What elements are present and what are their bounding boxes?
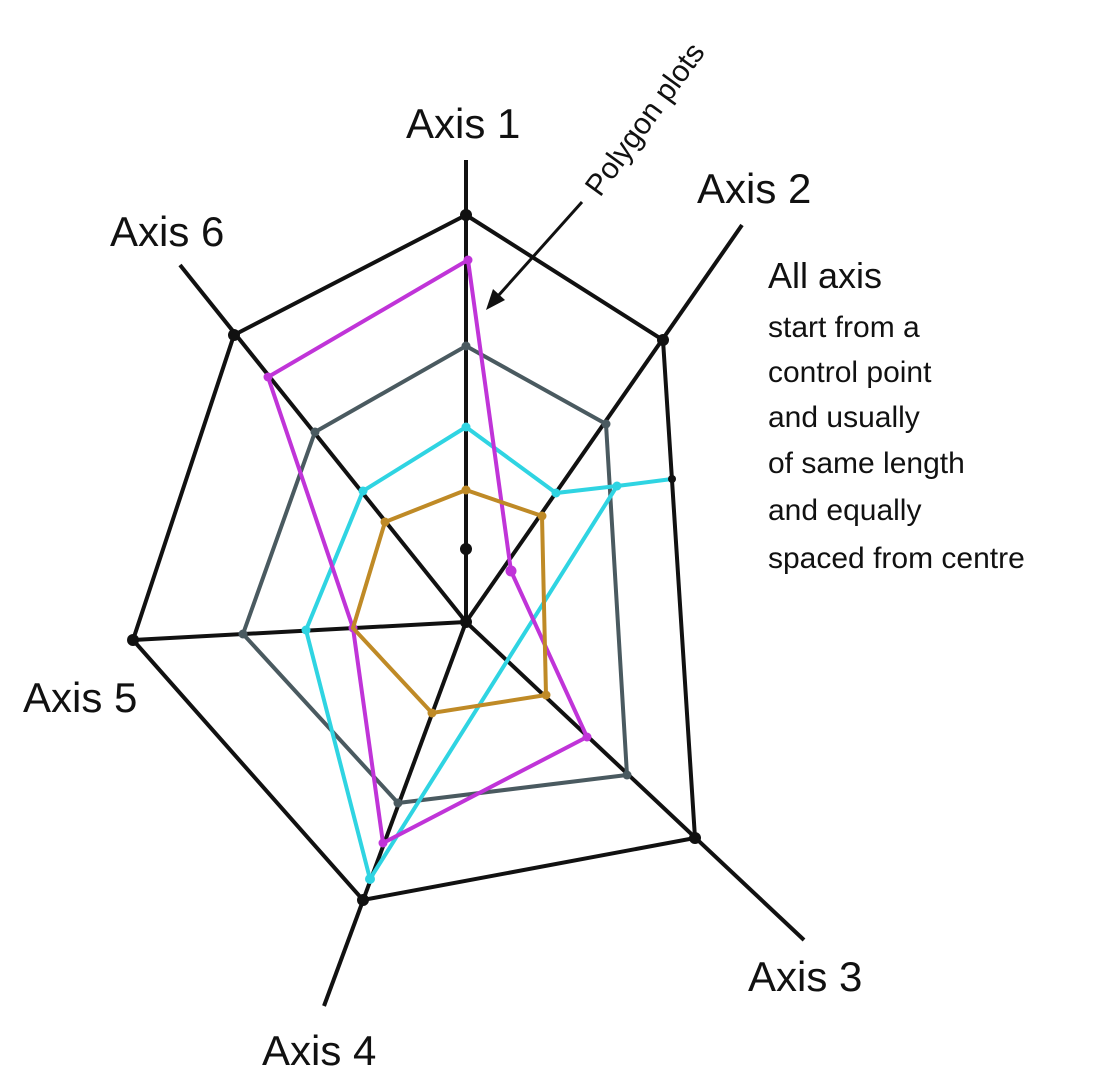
- callout-label: Polygon plots: [579, 37, 712, 202]
- vertex: [461, 341, 471, 351]
- vertex: [378, 838, 388, 848]
- axis-6-endpoint: [228, 329, 240, 341]
- polygon-plot-magenta: [265, 256, 590, 847]
- vertex: [393, 798, 403, 808]
- frame-vertices: [127, 209, 701, 906]
- vertex: [463, 255, 473, 265]
- axis-4-endpoint: [357, 894, 369, 906]
- vertex: [541, 690, 551, 700]
- vertex: [461, 485, 471, 495]
- axis-2-label: Axis 2: [697, 165, 811, 212]
- polygon-gold-vertices: [380, 485, 551, 718]
- vertex: [612, 481, 622, 491]
- axis-5-label: Axis 5: [23, 674, 137, 721]
- callout-arrow: [486, 201, 584, 310]
- vertex: [582, 732, 592, 742]
- vertex: [461, 422, 471, 432]
- axis-2-endpoint: [657, 334, 669, 346]
- vertex: [365, 874, 375, 884]
- vertex: [301, 625, 311, 635]
- axis-3-label: Axis 3: [748, 953, 862, 1000]
- vertex: [380, 517, 390, 527]
- note-title: All axis: [768, 255, 882, 296]
- note-line: of same length: [768, 447, 965, 480]
- note-line: control point: [768, 356, 932, 389]
- polygon-plot-cyan: [464, 425, 673, 496]
- vertex: [263, 372, 273, 382]
- vertex: [427, 708, 437, 718]
- arrow-head-icon: [486, 289, 505, 310]
- axis-1-midpoint: [460, 543, 472, 555]
- vertex: [310, 427, 320, 437]
- axis-1-endpoint: [460, 209, 472, 221]
- note-line: start from a: [768, 311, 920, 344]
- axis-4-label: Axis 4: [262, 1027, 376, 1074]
- vertex: [622, 770, 632, 780]
- axis-4-spoke: [322, 621, 468, 1007]
- polygon-cyan-vertices: [301, 422, 622, 884]
- axis-1-label: Axis 1: [406, 100, 520, 147]
- axis-5-endpoint: [127, 634, 139, 646]
- note-line: and equally: [768, 494, 921, 527]
- vertex: [358, 486, 368, 496]
- note-line: spaced from centre: [768, 542, 1025, 575]
- axis-6-spoke: [178, 263, 468, 624]
- vertex: [551, 488, 561, 498]
- control-point: [460, 616, 472, 628]
- axis-5-spoke: [132, 620, 467, 642]
- vertex: [505, 565, 517, 577]
- axis-6-label: Axis 6: [110, 208, 224, 255]
- axis-3-endpoint: [689, 832, 701, 844]
- vertex: [537, 511, 547, 521]
- vertex: [601, 419, 611, 429]
- polygon-grey-vertices: [238, 341, 632, 808]
- vertex: [238, 629, 248, 639]
- polygon-plot-cyan-lower: [303, 425, 619, 884]
- frame-edge-marker: [668, 475, 676, 483]
- axis-3-spoke: [464, 620, 806, 942]
- note-line: and usually: [768, 401, 920, 434]
